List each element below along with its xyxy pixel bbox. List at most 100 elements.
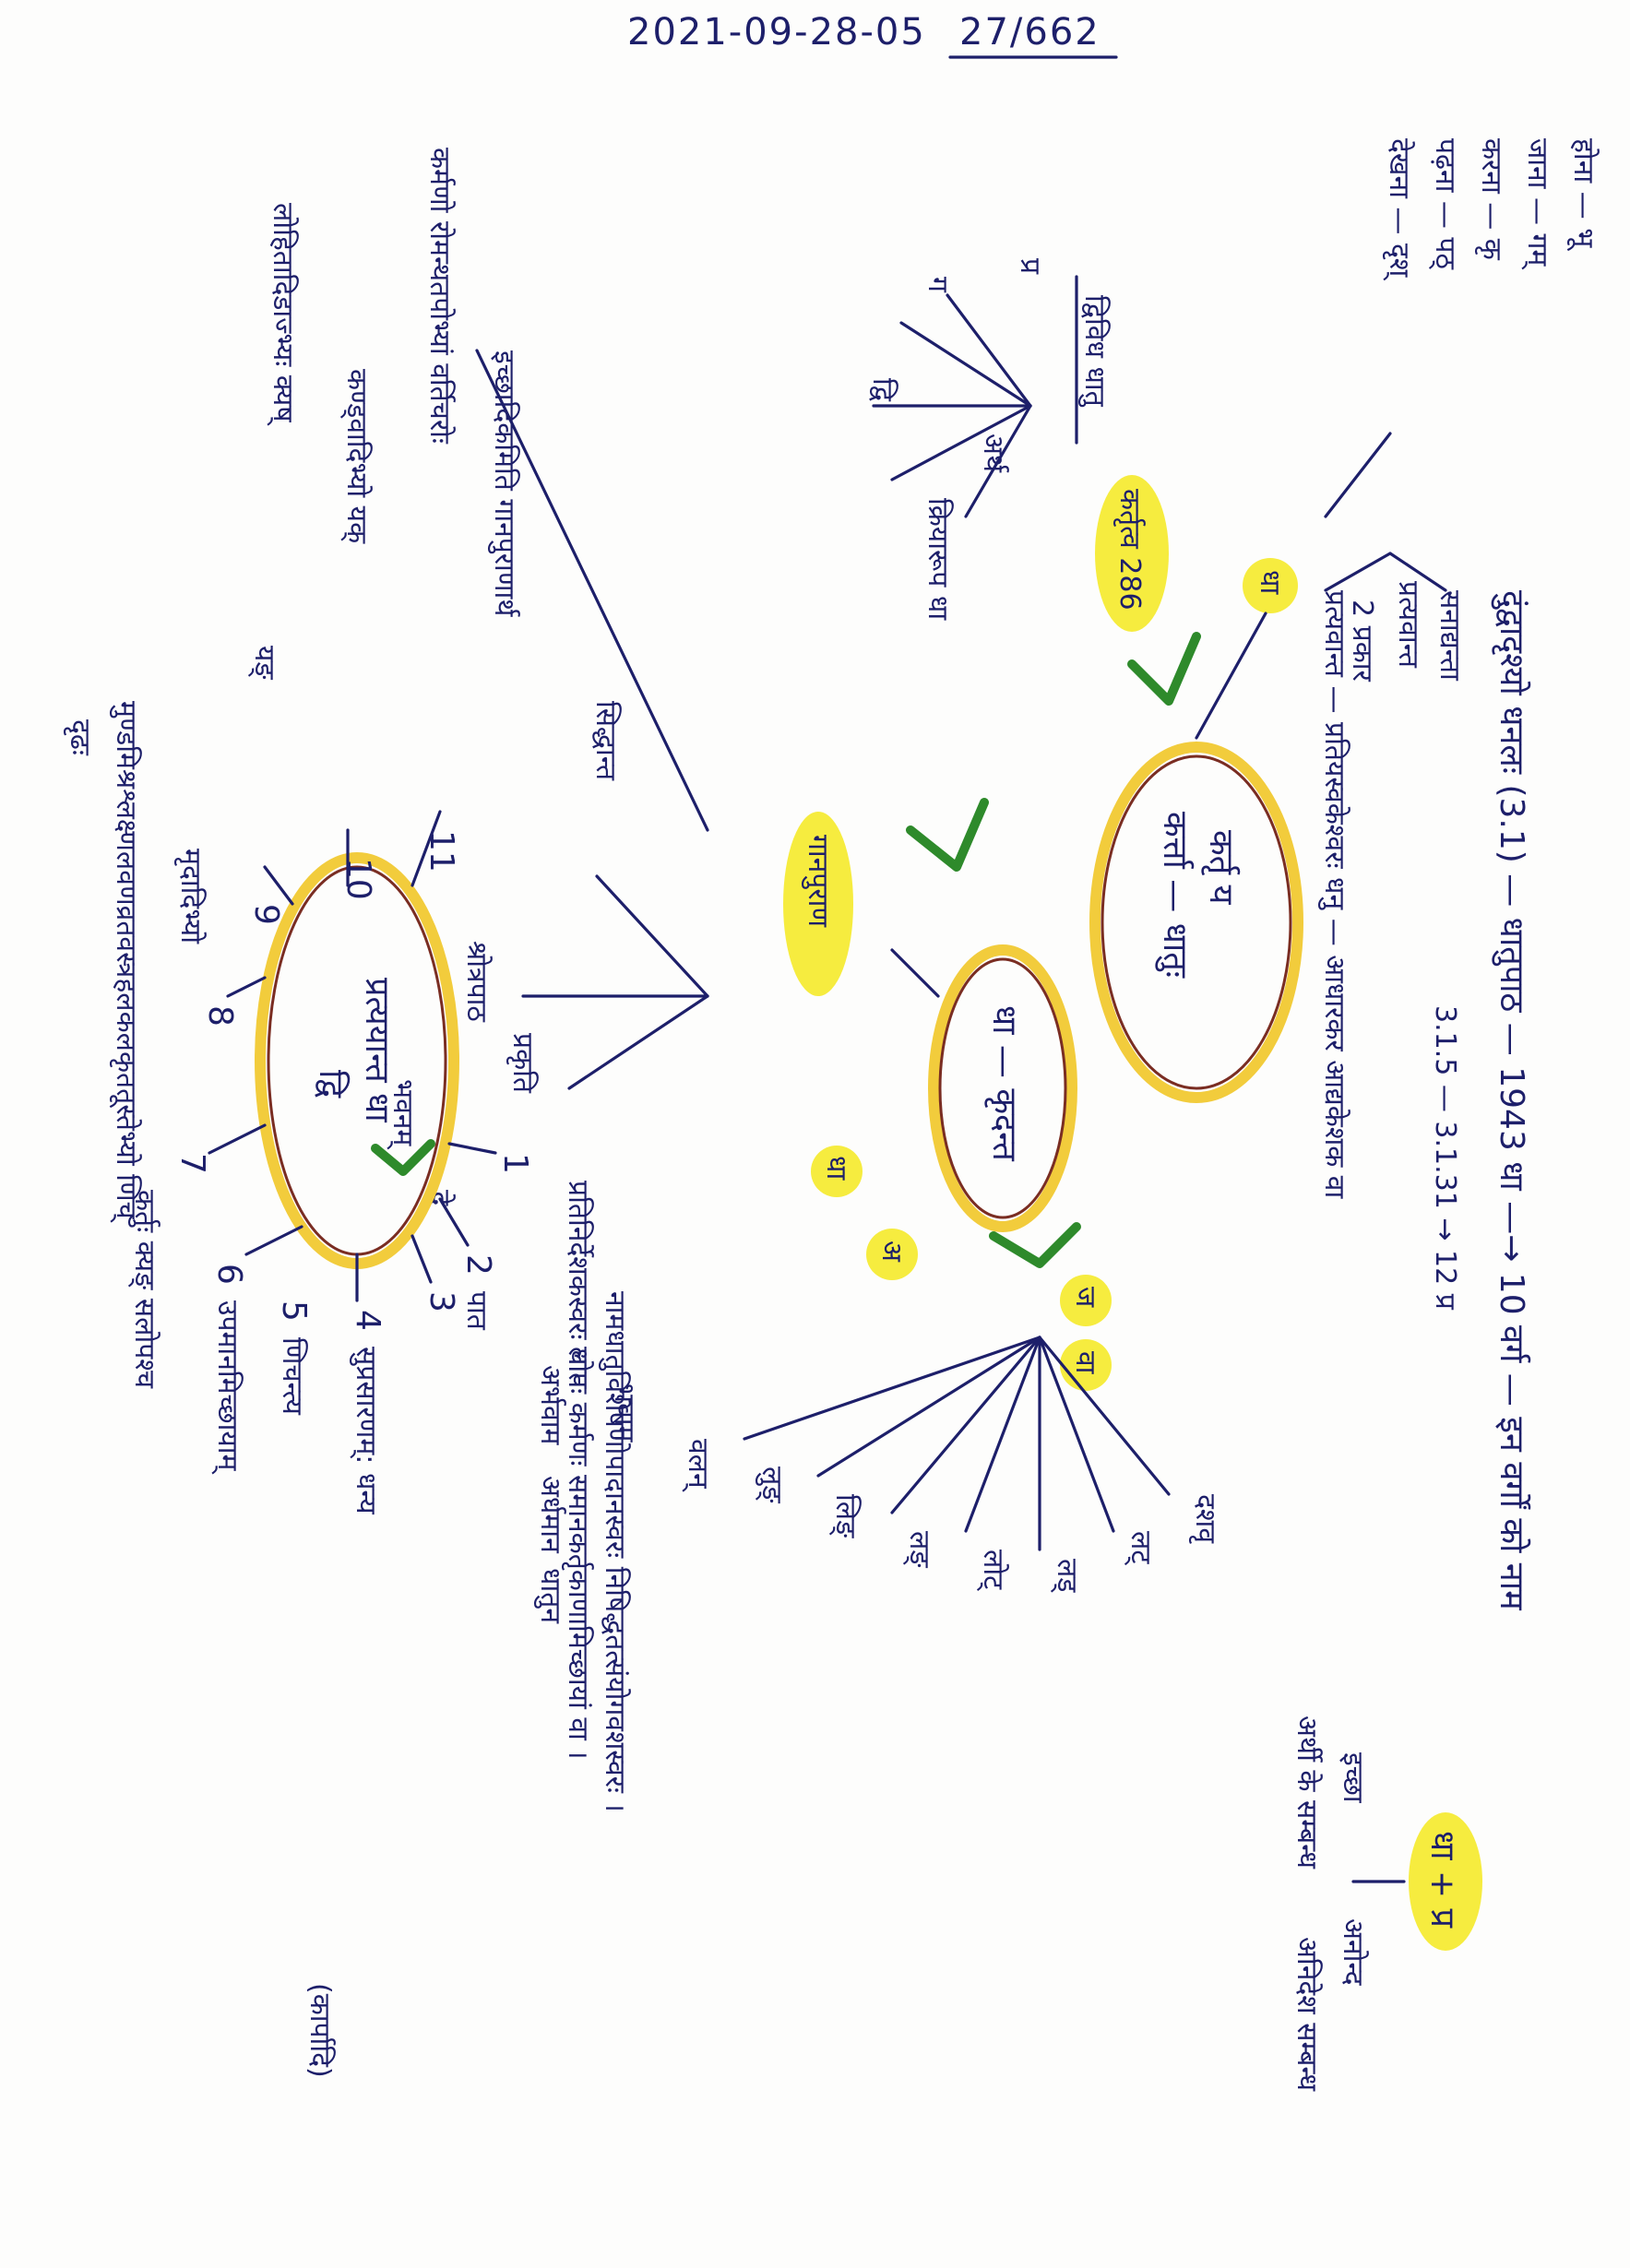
- green-arrow-1: [1127, 632, 1201, 706]
- spoke-text: कण्ड्वादिभ्यो यक्: [340, 369, 373, 544]
- ring1-outer: [1089, 742, 1303, 1103]
- spoke: [447, 1142, 497, 1155]
- spoke-num: 2: [459, 1254, 497, 1276]
- dha-node: धा: [1254, 570, 1286, 595]
- spoke-num: 11: [422, 830, 460, 873]
- ring3-bottom: लोहितादिडाज्भ्यः क्यष्: [267, 203, 299, 426]
- dual-left-sub: अर्थी के सम्बन्ध: [1291, 1716, 1323, 1869]
- subtitle-line: 3.1.5 — 3.1.31 → 12 प्र: [1429, 1005, 1461, 1311]
- connector-a: [1324, 552, 1392, 592]
- leaf-label: लुङ्: [755, 1466, 788, 1503]
- branch-left-label: द्वि: [866, 378, 898, 402]
- badge-g: धा: [820, 1156, 852, 1181]
- badge-highlight: [866, 1229, 918, 1280]
- spoke: [595, 874, 709, 998]
- derived-label: प्रत्यवान्त: [1392, 581, 1424, 669]
- spoke: [226, 976, 267, 998]
- ring2-line1: धा — कृदन्त: [984, 1005, 1023, 1162]
- leaf-label: लोट्: [977, 1550, 1009, 1591]
- ring3-outer: [255, 852, 459, 1269]
- spoke: [410, 810, 442, 887]
- leaf-label: पात: [460, 1291, 493, 1331]
- leaf-label: अर्धमान: [534, 1476, 566, 1554]
- ring3-bottom: मुण्डमिश्रश्लक्ष्णलवणव्रतवस्त्रहलकलकृततू…: [109, 701, 142, 1223]
- bracket-note: (कार्पादि): [303, 1983, 336, 2078]
- spoke: [410, 1234, 433, 1284]
- leaf-label: धातुन: [533, 1568, 566, 1624]
- spoke-num: 4: [349, 1310, 387, 1331]
- tag-connector: [890, 948, 940, 998]
- branch-left-label: क्रियारूप धा: [922, 498, 954, 621]
- verb-item: जाना — गम्: [1521, 138, 1553, 269]
- leaf-label: दशवृ: [1188, 1494, 1221, 1544]
- leaf-label: लङ्: [903, 1531, 935, 1568]
- branch-fan-1: क्रियारूप धा द्वि अर्थ ग प्र: [866, 258, 1046, 621]
- verb-item: करना — कृ: [1474, 138, 1507, 261]
- ring1-tag-highlight: [1095, 475, 1169, 632]
- spoke-text: लोपः कर्मणः समानकर्तृकाणामिच्छायां वा ।: [561, 1347, 594, 1760]
- ring2-left-fan: सिद्धान्त श्रोत्रपाठ प्रकृति: [460, 701, 709, 1094]
- ring3-bottom: दृढः: [63, 719, 96, 756]
- spoke-num: 7: [173, 1153, 211, 1174]
- ring2-left-label: श्रोत्रपाठ: [460, 941, 493, 1022]
- badge-b: अ: [875, 1241, 908, 1263]
- badge-highlight: [1060, 1275, 1112, 1326]
- leaf-label: अर्भवाम: [534, 1365, 566, 1445]
- spoke-num: 8: [201, 1005, 239, 1027]
- leaf-label: लिङ्: [829, 1494, 862, 1538]
- verb-connector: [1324, 432, 1392, 518]
- spoke: [964, 1336, 1041, 1533]
- green-arrow-4: [371, 1139, 435, 1176]
- paradigm-note: इच्छादिकमिति गानपुराणार्थ: [487, 350, 520, 617]
- ring2-left-label: सिद्धान्त: [589, 701, 622, 781]
- dual-right: अनोन्द: [1337, 1918, 1369, 1987]
- badge-highlight: [811, 1146, 863, 1197]
- spoke-text: प्रतिनिर्देशकस्वरः धात: [562, 1181, 594, 1389]
- spoke-num: 3: [422, 1291, 460, 1312]
- spoke-text: कर्मणो रोमन्थतपोभ्यां वर्तिचरोः: [423, 148, 456, 445]
- dual-highlight: [1409, 1812, 1482, 1951]
- verb-list: होना — भू जाना — गम् करना — कृ पढ़ना — प…: [1324, 138, 1600, 518]
- ring2-left-label: प्रकृति: [506, 1033, 539, 1094]
- header-page: 27/662: [959, 11, 1101, 53]
- spoke: [946, 293, 1032, 408]
- spoke: [816, 1336, 1041, 1478]
- pratyaya-line: प्रत्यवान्त — प्रतियस्वकेश्वरः धनु — आधा…: [1317, 590, 1350, 1199]
- verb-item: देखना — दृश्: [1382, 138, 1415, 280]
- spoke-text: मृदादिभ्यो: [173, 849, 207, 944]
- ring3-spokes: 1 प्रतिनिर्देशकस्वरः धात 2 नामधातुविशेषण…: [127, 148, 631, 1812]
- badge-d: वा: [1069, 1351, 1101, 1375]
- verb-item: होना — भू: [1566, 138, 1600, 251]
- spoke-text: नामधातुविशेषणोपादानस्वरः निषिद्धतत्संयोग…: [598, 1291, 631, 1812]
- dhatu-prakar: द्विविध धातु: [1077, 295, 1111, 408]
- ring2-inner: [938, 957, 1067, 1219]
- spoke-num: 6: [210, 1264, 248, 1285]
- spoke: [964, 404, 1032, 518]
- badge-c: ज: [1069, 1287, 1101, 1308]
- spoke: [1038, 1336, 1171, 1496]
- spoke: [244, 1225, 303, 1256]
- green-arrow-2: [906, 798, 989, 872]
- spoke: [263, 865, 294, 906]
- spoke: [899, 321, 1032, 408]
- spoke: [1038, 1336, 1115, 1533]
- ring1-line1: कर्तृ य: [1201, 830, 1241, 906]
- samarth-label: सनाद्यन्ता: [1434, 590, 1466, 682]
- spoke-text: णिचन्त्य: [276, 1337, 308, 1415]
- verb-item: पढ़ना — पठ्: [1429, 138, 1461, 269]
- spoke: [743, 1336, 1041, 1441]
- branch-left-label: अर्थ: [977, 433, 1009, 473]
- ring1-tag: कर्तृत्व 286: [1112, 489, 1146, 611]
- ring3-inner: [267, 865, 447, 1256]
- leaf-label: भवाम: [608, 1383, 640, 1443]
- spoke-num: 1: [496, 1153, 534, 1174]
- spoke-text: कर्तुः क्यङ् सलोपश्च: [127, 1190, 161, 1389]
- spoke: [890, 404, 1032, 481]
- dha-connector: [1195, 612, 1267, 740]
- spoke-num: 10: [339, 858, 377, 900]
- spoke-text: उपमानमिच्छायाम्: [211, 1300, 244, 1474]
- ring2-tag-highlight: [783, 812, 853, 996]
- spoke: [208, 1123, 267, 1155]
- leaf-label: लट्: [1124, 1531, 1157, 1565]
- paradigm-connector: [475, 349, 709, 832]
